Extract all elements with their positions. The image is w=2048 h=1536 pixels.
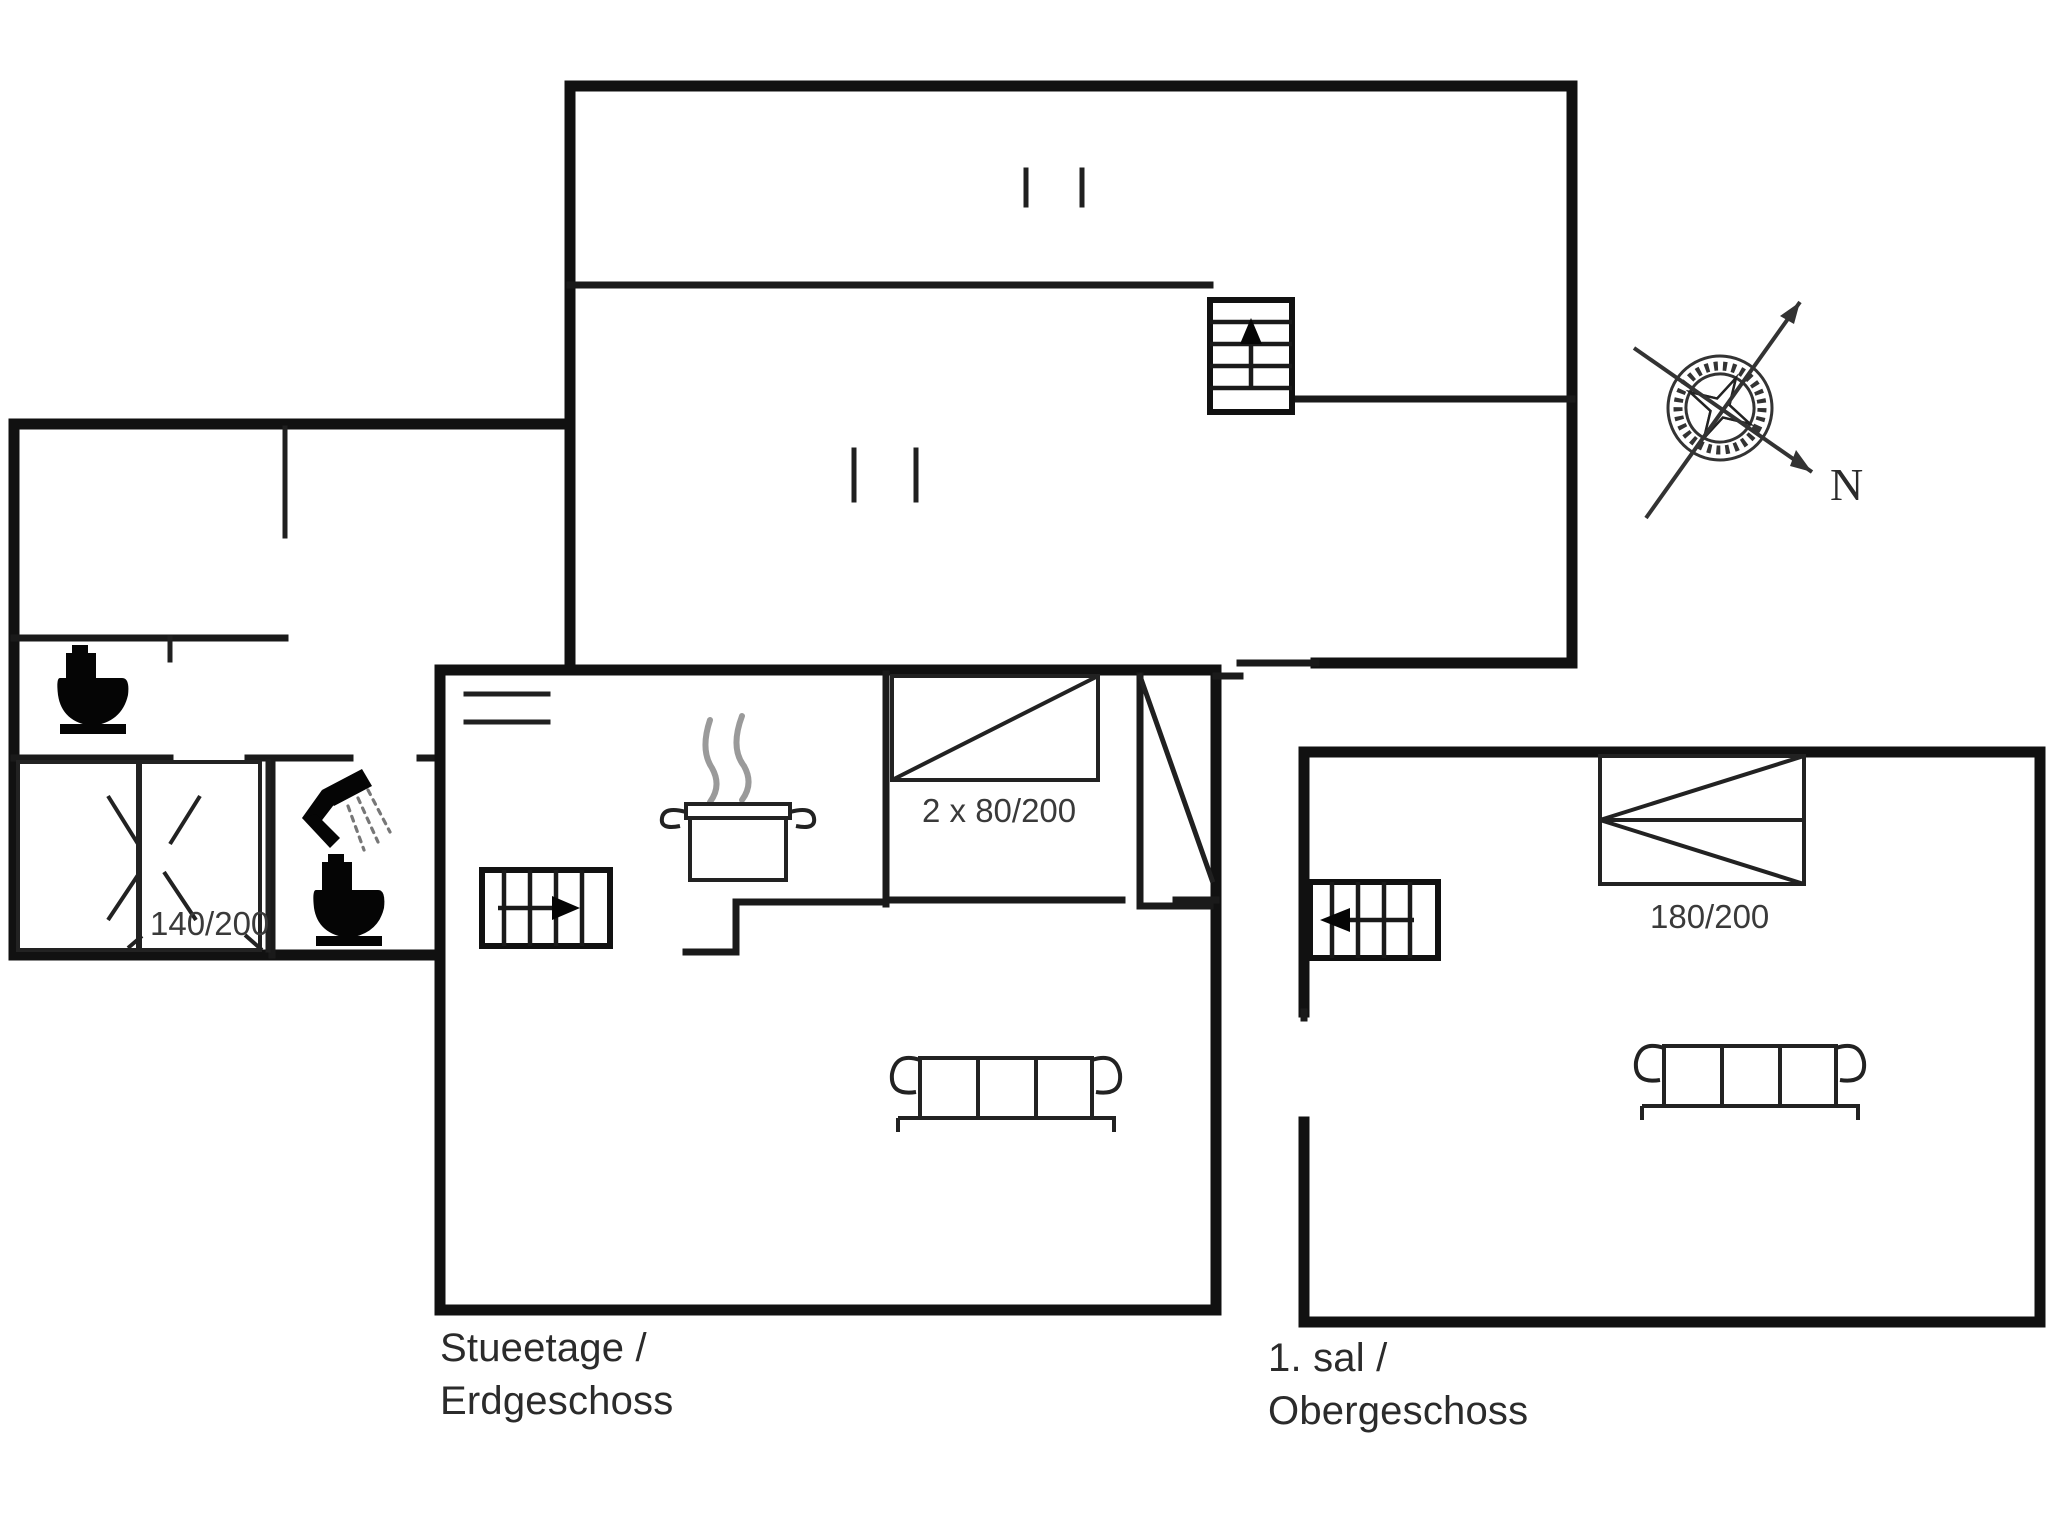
stair-up-upper xyxy=(1307,879,1441,961)
ground-floor-label: Stueetage / Erdgeschoss xyxy=(440,1326,674,1423)
bed-180-icon xyxy=(1598,754,1806,886)
shower-icon xyxy=(302,769,392,852)
upper-floor-block xyxy=(1298,746,2046,1328)
sofa-icon-ground xyxy=(889,1055,1123,1132)
compass-rose: N xyxy=(1632,300,1863,520)
upper-block-outline xyxy=(564,80,1578,669)
toilet-icon-lower xyxy=(313,854,385,946)
bed-twin-icon xyxy=(890,674,1100,782)
compass-north-label: N xyxy=(1830,459,1863,510)
sofa-icon-upper xyxy=(1633,1043,1867,1120)
bed-twin-dimension: 2 x 80/200 xyxy=(922,792,1076,829)
upper-floor-label: 1. sal / Obergeschoss xyxy=(1268,1336,1529,1433)
bed-140-dimension: 140/200 xyxy=(150,905,269,942)
window-marks-upper xyxy=(851,167,1085,503)
bed-140-icon xyxy=(16,760,264,952)
bed-180-dimension: 180/200 xyxy=(1650,898,1769,935)
ground-main-block xyxy=(434,664,1244,1316)
ground-left-wing xyxy=(8,418,576,961)
toilet-icon-upper xyxy=(57,645,129,734)
stair-up-top xyxy=(1207,297,1295,415)
stair-down-ground xyxy=(479,867,613,949)
cooking-pot-icon xyxy=(659,713,817,882)
